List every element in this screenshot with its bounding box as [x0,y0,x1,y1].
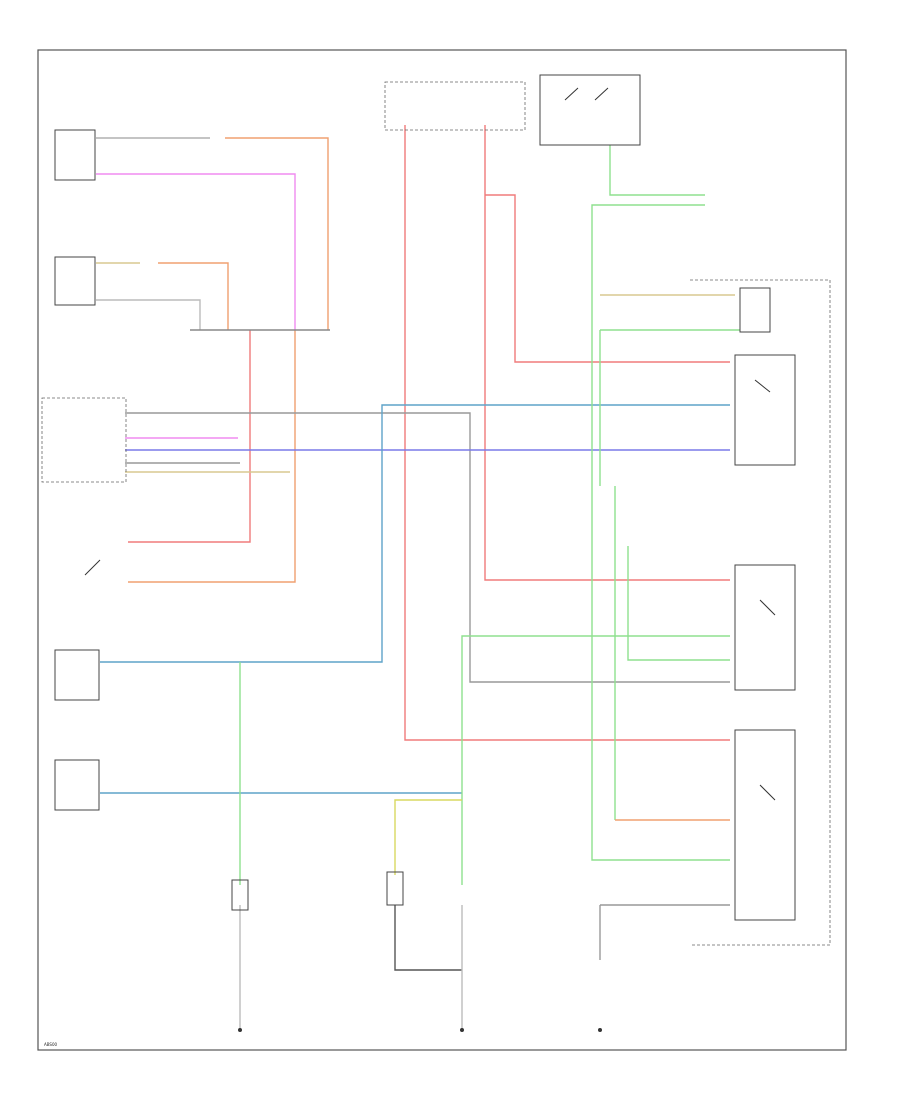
wire-green-mid [461,635,730,793]
wire-yellow-sensor [394,799,462,875]
component-hot-at-all-times-fuses [384,81,526,131]
wire-blue-sensor [100,404,730,663]
component-powertrain-control-module [41,397,127,483]
wire-orange-down [128,330,296,583]
ground-symbol-middle [460,1028,464,1032]
component-high-blower-relay [734,729,796,921]
wire-green-ground-bus [591,204,730,861]
component-temperature-sensor [386,871,404,906]
switch-relay-1 [754,379,771,393]
component-battery-junction-fuse [54,649,100,701]
wire-gray-module-1 [125,412,730,683]
switch-relay-2 [759,599,776,616]
component-blower-relay [54,256,96,306]
diagram-border [37,49,847,1051]
switch-relay-3 [759,784,776,801]
wire-red-secondary [484,125,730,581]
ground-symbol-left [238,1028,242,1032]
wire-green-top-right [609,145,705,196]
component-relay-top-right [739,287,771,333]
component-blower-motor [54,759,100,811]
wire-orange-relay [158,262,229,330]
wire-violet-ac-clutch [96,173,296,330]
wire-orange-top [225,137,329,330]
figure-id-label: ABS00 [44,1042,57,1047]
wire-red-branch [485,194,730,363]
component-ac-cutout-relay [54,129,96,181]
wire-red-main [404,125,730,741]
switch-pressure-contact [84,559,101,576]
wire-gray-relay [96,299,201,330]
wire-green-right-branch [627,546,730,661]
wire-black-ground [394,905,462,971]
component-ignition-switch [539,74,641,146]
component-low-blower-relay [734,564,796,691]
component-evaporator-sensor [231,879,249,911]
component-battery-junction-box-outline [690,279,831,946]
component-blower-motor-relay [734,354,796,466]
switch-ignition-contact-2 [594,87,609,101]
component-pressure-switch-area [40,530,150,590]
switch-ignition-contact-1 [564,87,579,101]
wire-red-compressor [128,330,251,543]
ground-symbol-right [598,1028,602,1032]
